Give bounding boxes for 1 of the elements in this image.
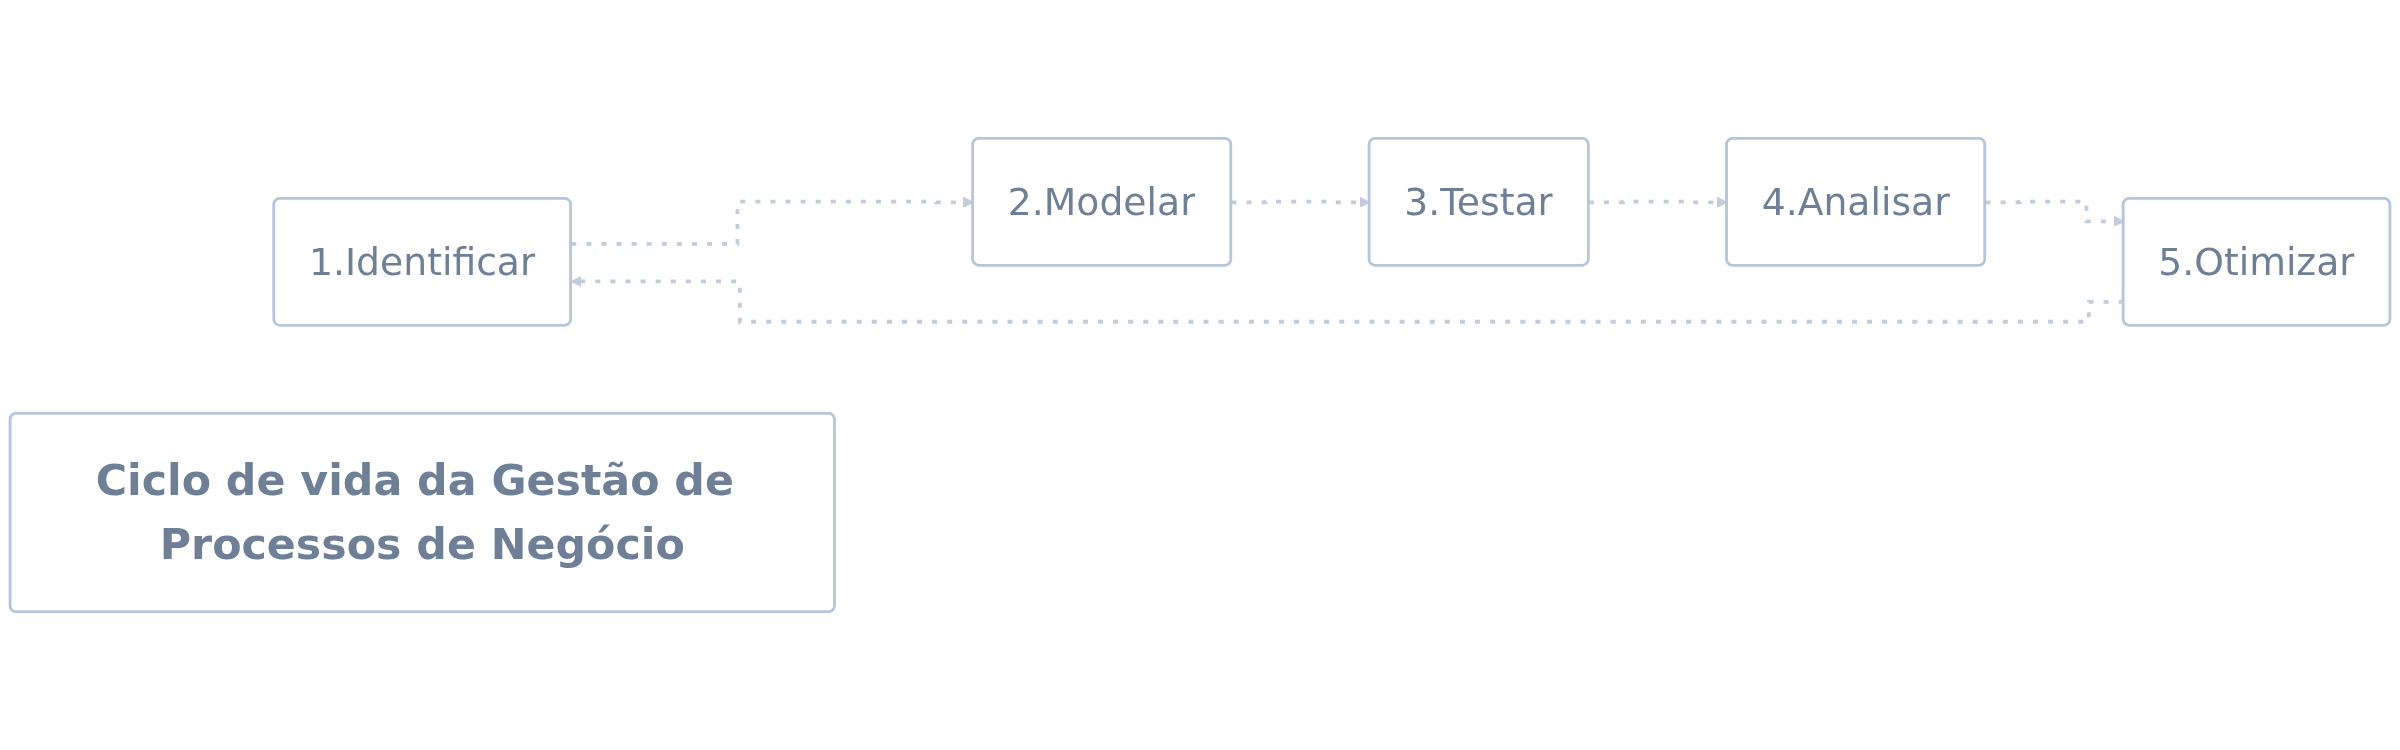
arrow xyxy=(570,275,2124,324)
